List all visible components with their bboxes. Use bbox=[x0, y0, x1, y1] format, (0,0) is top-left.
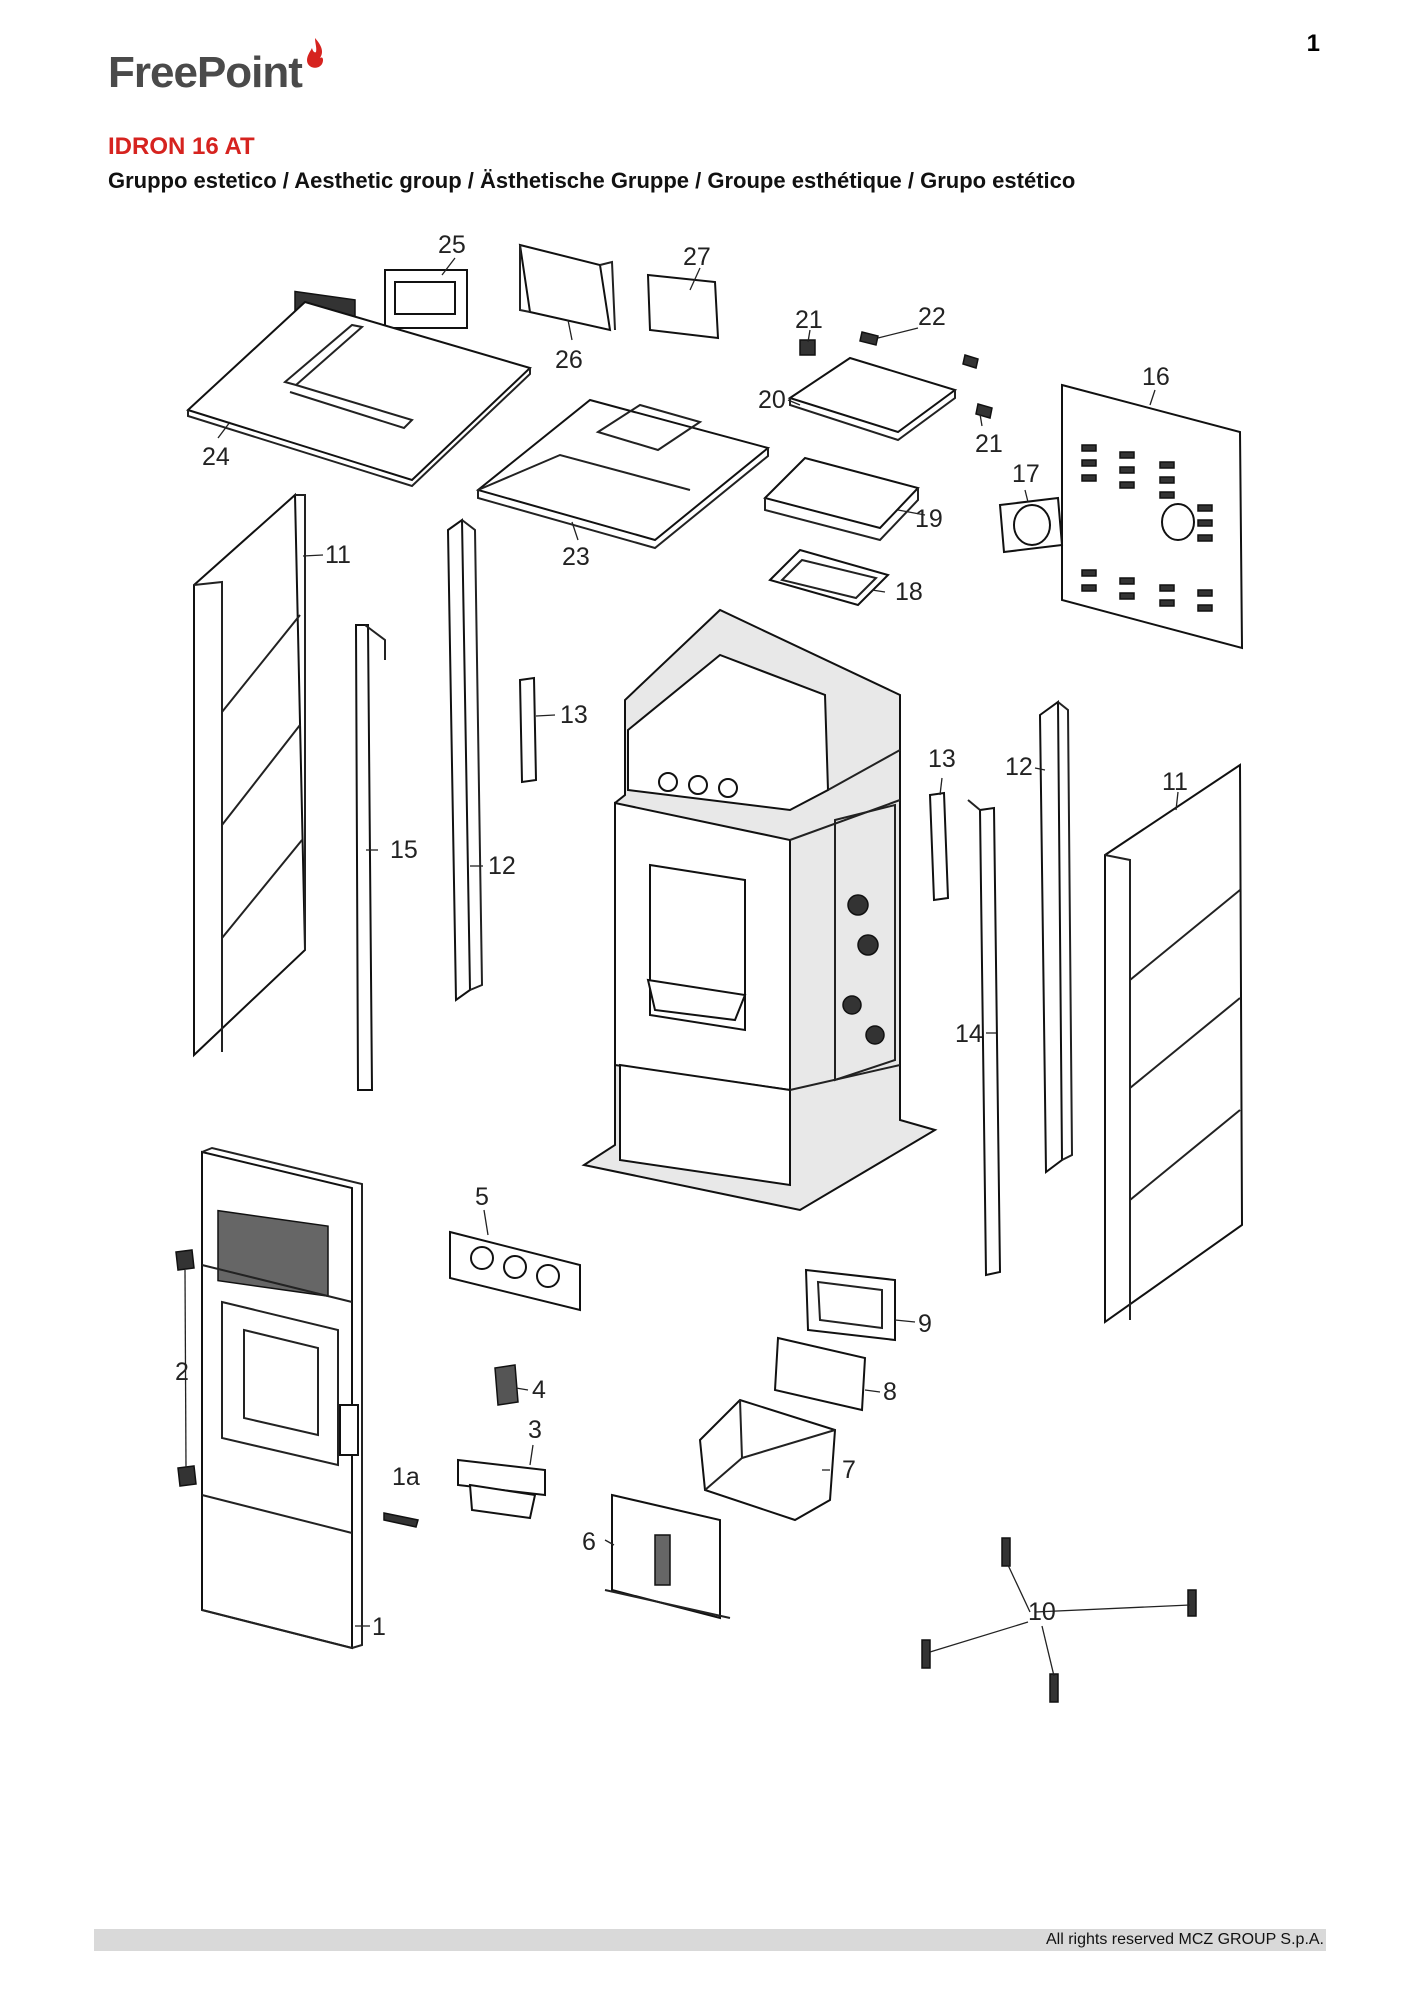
part-side-panel-11-left bbox=[193, 492, 307, 1058]
part-rail-12-left bbox=[446, 518, 484, 1002]
callout-12: 12 bbox=[1005, 753, 1033, 781]
callout-12: 12 bbox=[488, 852, 516, 880]
callout-3: 3 bbox=[528, 1416, 542, 1444]
part-ash-door-6 bbox=[604, 1493, 731, 1620]
page-number: 1 bbox=[1306, 30, 1320, 57]
callout-labels: 25 27 26 21 22 20 21 16 24 17 19 23 18 1… bbox=[175, 231, 1188, 1641]
part-plate-27 bbox=[646, 273, 720, 340]
callout-21: 21 bbox=[795, 306, 823, 334]
part-feet-10 bbox=[921, 1537, 1197, 1703]
part-switch-4 bbox=[494, 1364, 519, 1406]
part-rear-panel-16 bbox=[1061, 383, 1244, 650]
part-small-13-left bbox=[518, 676, 538, 784]
part-gasket-9 bbox=[804, 1268, 896, 1342]
callout-24: 24 bbox=[202, 443, 230, 471]
callout-1: 1 bbox=[372, 1613, 386, 1641]
part-rail-12-right bbox=[1038, 700, 1074, 1174]
callout-13: 13 bbox=[928, 745, 956, 773]
brand-logo: FreePoint bbox=[108, 36, 338, 106]
part-ash-drawer-7 bbox=[698, 1398, 837, 1522]
callout-18: 18 bbox=[895, 578, 923, 606]
callout-16: 16 bbox=[1142, 363, 1170, 391]
part-plate-8 bbox=[773, 1336, 867, 1412]
part-tray-19 bbox=[763, 456, 920, 542]
part-main-body bbox=[581, 608, 938, 1212]
callout-17: 17 bbox=[1012, 460, 1040, 488]
part-lid-20 bbox=[787, 356, 958, 442]
callout-11: 11 bbox=[325, 541, 351, 569]
callout-14: 14 bbox=[955, 1020, 983, 1048]
part-bar-14 bbox=[967, 799, 1002, 1277]
part-top-panel-24 bbox=[186, 300, 532, 488]
callout-23: 23 bbox=[562, 543, 590, 571]
page-subtitle: Gruppo estetico / Aesthetic group / Ästh… bbox=[108, 168, 1076, 193]
flame-icon bbox=[307, 38, 324, 68]
callout-5: 5 bbox=[475, 1183, 489, 1211]
part-bracket-26 bbox=[518, 243, 616, 332]
part-bracket-5 bbox=[449, 1230, 581, 1312]
part-1a bbox=[383, 1512, 419, 1528]
callout-10: 10 bbox=[1028, 1598, 1056, 1626]
callout-8: 8 bbox=[883, 1378, 897, 1406]
part-gasket-18 bbox=[768, 548, 890, 607]
footer-copyright: All rights reserved MCZ GROUP S.p.A. bbox=[1046, 1931, 1324, 1948]
callout-4: 4 bbox=[532, 1376, 546, 1404]
footer-bar bbox=[94, 1929, 1326, 1951]
part-bar-15 bbox=[354, 624, 386, 1091]
part-front-door-1 bbox=[201, 1146, 363, 1650]
callout-6: 6 bbox=[582, 1528, 596, 1556]
part-side-panel-11-right bbox=[1104, 763, 1244, 1324]
callout-11: 11 bbox=[1162, 768, 1188, 796]
callout-15: 15 bbox=[390, 836, 418, 864]
brand-name: FreePoint bbox=[108, 48, 303, 97]
callout-7: 7 bbox=[842, 1456, 856, 1484]
callout-1a: 1a bbox=[392, 1463, 420, 1491]
callout-27: 27 bbox=[683, 243, 711, 271]
page-title: IDRON 16 AT bbox=[108, 133, 255, 160]
leader-lines bbox=[217, 257, 1191, 1677]
part-hinge-2 bbox=[175, 1249, 197, 1487]
callout-2: 2 bbox=[175, 1358, 189, 1386]
part-top-cover-23 bbox=[475, 398, 771, 550]
part-burn-pot-3 bbox=[457, 1458, 546, 1520]
part-clips bbox=[799, 331, 993, 419]
part-flange-17 bbox=[998, 496, 1064, 554]
callout-25: 25 bbox=[438, 231, 466, 259]
callout-13: 13 bbox=[560, 701, 588, 729]
part-small-13-right bbox=[928, 791, 950, 902]
callout-19: 19 bbox=[915, 505, 943, 533]
callout-9: 9 bbox=[918, 1310, 932, 1338]
callout-22: 22 bbox=[918, 303, 946, 331]
callout-26: 26 bbox=[555, 346, 583, 374]
callout-21: 21 bbox=[975, 430, 1003, 458]
callout-20: 20 bbox=[758, 386, 786, 414]
